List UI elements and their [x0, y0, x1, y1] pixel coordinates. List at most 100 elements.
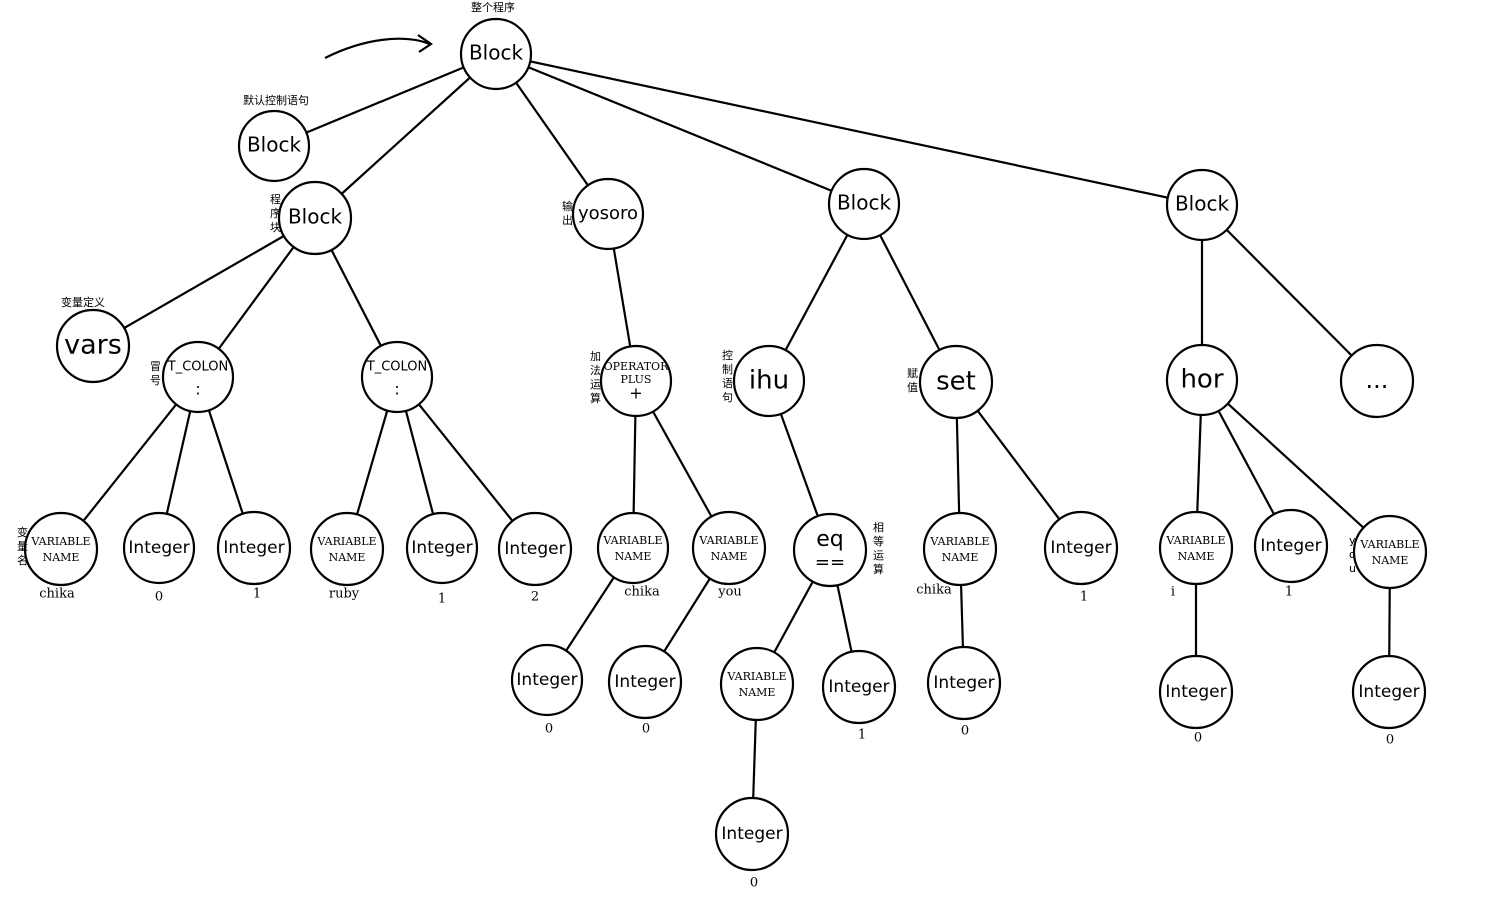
node-value: i — [1171, 585, 1175, 600]
node-label: ihu — [749, 366, 789, 396]
node-label: Integer — [504, 539, 565, 559]
node-label: Integer — [933, 673, 994, 693]
node-value: 0 — [642, 722, 650, 737]
node-value: 0 — [961, 724, 969, 739]
node-label-line2: NAME — [615, 550, 652, 563]
node-label-line2: NAME — [711, 550, 748, 563]
node-value: 1 — [438, 592, 446, 607]
tree-node: Integer — [821, 649, 897, 725]
node-label-line2: NAME — [739, 686, 776, 699]
node-label: VARIABLE — [602, 534, 662, 547]
node-label: VARIABLE — [929, 535, 989, 548]
node-value: ruby — [329, 587, 360, 602]
node-circle — [161, 340, 235, 414]
tree-edge — [273, 52, 497, 148]
node-annotation: 默认控制语句 — [243, 93, 309, 107]
node-label-line2: NAME — [43, 551, 80, 564]
node-circle — [1352, 514, 1428, 590]
node-label: VARIABLE — [1165, 534, 1225, 547]
node-circle — [277, 180, 353, 256]
node-circle — [1253, 508, 1329, 584]
node-label: VARIABLE — [316, 535, 376, 548]
node-circle — [714, 796, 790, 872]
node-circle — [360, 340, 434, 414]
node-label: ... — [1366, 366, 1389, 394]
node-label: VARIABLE — [30, 535, 90, 548]
tree-node: Integer — [216, 510, 292, 586]
node-circle — [691, 510, 767, 586]
node-label: eq — [816, 527, 844, 552]
tree-node: Integer — [405, 511, 479, 585]
node-label-line2: NAME — [1372, 554, 1409, 567]
node-label: Integer — [516, 670, 577, 690]
node-label: hor — [1180, 365, 1223, 395]
node-label: Block — [837, 191, 892, 215]
node-circle — [1158, 510, 1234, 586]
node-label: VARIABLE — [1359, 538, 1419, 551]
node-label: VARIABLE — [726, 670, 786, 683]
node-circle — [1351, 654, 1427, 730]
node-circle — [719, 646, 795, 722]
tree-edge — [1201, 204, 1378, 382]
node-label: Integer — [411, 538, 472, 558]
tree-node: eq== — [792, 512, 868, 588]
node-label-line2: NAME — [942, 551, 979, 564]
tree-node: Block — [827, 167, 901, 241]
tree-node: Integer — [122, 511, 196, 585]
tree-node: Integer — [510, 643, 584, 717]
node-circle — [405, 511, 479, 585]
node-circle — [607, 644, 683, 720]
node-label: yosoro — [578, 203, 638, 224]
tree-node: Block — [277, 180, 353, 256]
node-label: Block — [288, 205, 343, 229]
tree-edge — [495, 52, 865, 206]
tree-node: yosoro — [571, 177, 645, 251]
node-label: OPERATOR — [604, 360, 669, 373]
node-symbol: + — [629, 384, 642, 403]
tree-node: VARIABLE NAME — [596, 511, 670, 585]
node-symbol: : — [195, 380, 200, 399]
node-symbol: : — [394, 380, 399, 399]
tree-node: ... — [1339, 343, 1415, 419]
node-circle — [23, 511, 99, 587]
node-label: T_COLON — [366, 360, 428, 375]
tree-node: VARIABLE NAME — [719, 646, 795, 722]
tree-node: Block — [237, 109, 311, 183]
tree-node: set — [918, 344, 994, 420]
node-annotation: 整个程序 — [471, 0, 515, 14]
tree-node: Integer — [1351, 654, 1427, 730]
node-value: chika — [624, 585, 660, 600]
node-circle — [1165, 168, 1239, 242]
node-circle — [596, 511, 670, 585]
node-value: 0 — [750, 876, 758, 891]
node-annotation: 冒号 — [150, 360, 161, 387]
node-label: Block — [1175, 192, 1230, 216]
node-circle — [1339, 343, 1415, 419]
node-label: Integer — [721, 824, 782, 844]
tree-node: T_COLON: — [360, 340, 434, 414]
tree-node: vars — [55, 308, 131, 384]
node-value: chika — [39, 587, 75, 602]
node-label: set — [936, 367, 976, 397]
node-label: Integer — [1050, 538, 1111, 558]
tree-edge — [495, 52, 1203, 207]
node-circle — [309, 511, 385, 587]
tree-node: Integer — [926, 645, 1002, 721]
node-symbol: == — [815, 552, 845, 573]
node-circle — [216, 510, 292, 586]
node-value: 0 — [545, 722, 553, 737]
node-circle — [510, 643, 584, 717]
node-annotation: 输出 — [562, 199, 573, 227]
node-circle — [922, 511, 998, 587]
node-value: 0 — [155, 590, 163, 605]
node-value: 1 — [1080, 590, 1088, 605]
tree-node: VARIABLE NAME — [23, 511, 99, 587]
node-value: 0 — [1386, 733, 1394, 748]
tree-edge — [1201, 379, 1391, 553]
tree-edge — [92, 217, 316, 347]
node-circle — [1043, 510, 1119, 586]
node-annotation: 赋值 — [907, 367, 918, 394]
